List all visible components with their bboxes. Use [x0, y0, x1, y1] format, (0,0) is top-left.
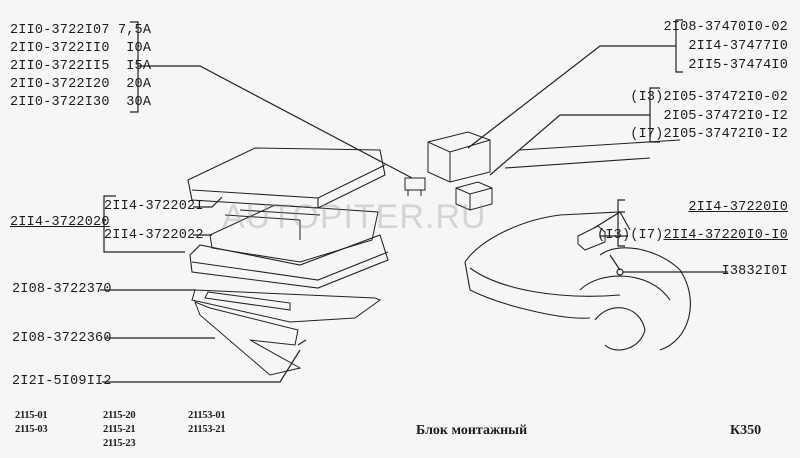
fuse-label: 2II0-3722I20 20A	[10, 77, 151, 93]
model: 2115-21	[103, 424, 136, 435]
fuse-label: 2II0-3722I30 30A	[10, 95, 151, 111]
cover-part: 2II4-372202I	[104, 199, 204, 214]
relay-leader-2	[489, 114, 650, 176]
assembly-part: 2II4-3722020	[10, 215, 110, 230]
gasket-part: 2I08-3722370	[12, 282, 112, 297]
fuse-rating: 20A	[126, 77, 152, 92]
model: 21153-01	[188, 410, 226, 421]
fuse-label: 2II0-3722II5 I5A	[10, 59, 151, 75]
model: 2115-01	[15, 410, 48, 421]
fuse-bracket	[130, 21, 139, 113]
block-variant-label: (I3)(I7)2II4-37220I0-I0	[597, 228, 788, 244]
fuse-rating: I0A	[126, 41, 152, 56]
fuse-part: 2II0-3722I07	[10, 23, 110, 38]
relay-small	[455, 181, 493, 211]
gasket	[191, 289, 382, 323]
cover	[187, 147, 386, 209]
watermark: AUTOPITER.RU	[222, 198, 487, 236]
fuse-part: 2II0-3722II0	[10, 41, 110, 56]
model: 2115-03	[15, 424, 48, 435]
block-bracket	[617, 199, 625, 247]
relay-leader-1	[467, 45, 676, 149]
fuse	[404, 177, 426, 196]
nut-part: I3832I0I	[721, 264, 788, 279]
block-variant-part: 2II4-37220I0-I0	[663, 228, 788, 243]
fuse-label: 2II0-3722II0 I0A	[10, 41, 151, 57]
fuse-rating: 7,5A	[117, 23, 152, 38]
models-col-2: 2115-20 2115-21 2115-23	[103, 409, 136, 451]
fuse-part: 2II0-3722I30	[10, 95, 110, 110]
screw	[297, 339, 307, 346]
fuse-label: 2II0-3722I07 7,5A	[10, 23, 151, 39]
relay-part: 2II4-37477I0	[688, 39, 788, 54]
model: 21153-21	[188, 424, 226, 435]
relay-part: 2I08-37470I0-02	[663, 20, 788, 35]
models-col-1: 2115-01 2115-03	[15, 409, 48, 437]
relay-part: (I3)2I05-37472I0-02	[630, 90, 788, 105]
board-part: 2II4-3722022	[104, 228, 204, 243]
fuse-leader	[138, 65, 413, 179]
fuse-rating: I5A	[126, 59, 152, 74]
relay-part: (I7)2I05-37472I0-I2	[630, 127, 788, 142]
screw-part: 2I2I-5I09II2	[12, 374, 112, 389]
model: 2115-20	[103, 410, 136, 421]
fuse-rating: 30A	[126, 95, 152, 110]
models-col-3: 21153-01 21153-21	[188, 409, 226, 437]
fuse-part: 2II0-3722I20	[10, 77, 110, 92]
page-code: К350	[730, 423, 762, 438]
relay-part: 2I05-37472I0-I2	[663, 109, 788, 124]
circuit-board	[209, 204, 379, 263]
car-outline	[464, 139, 691, 351]
bracket-part: 2I08-3722360	[12, 331, 112, 346]
block-part: 2II4-37220I0	[688, 200, 788, 215]
housing	[189, 234, 389, 289]
fuse-part: 2II0-3722II5	[10, 59, 110, 74]
variant-prefix: (I3)(I7)	[597, 228, 664, 243]
relay-large	[427, 131, 491, 183]
model: 2115-23	[103, 438, 136, 449]
car-leaders	[593, 211, 728, 273]
relay-part: 2II5-37474I0	[688, 58, 788, 73]
mounting-bracket	[194, 301, 302, 376]
assembly-bracket	[103, 195, 185, 253]
page-title: Блок монтажный	[416, 423, 528, 438]
